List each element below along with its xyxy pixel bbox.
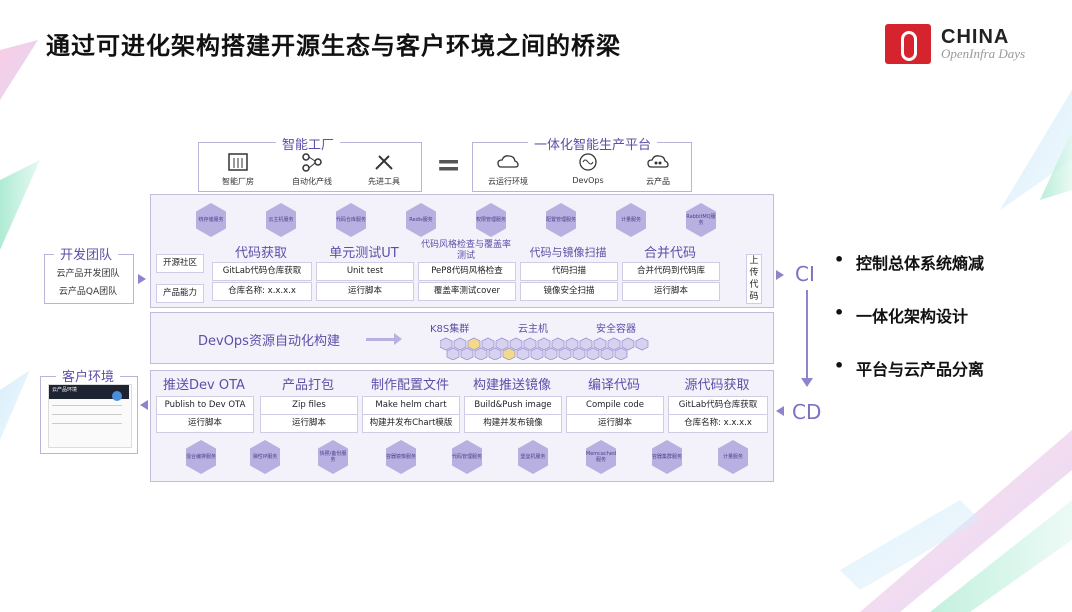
arrow-right <box>776 270 784 280</box>
logo-subtitle: OpenInfra Days <box>941 46 1026 61</box>
bullet-dot: • <box>834 250 845 269</box>
platform-item: 云运行环境 <box>488 177 528 186</box>
cd-stage-title: 制作配置文件 <box>370 378 449 393</box>
bullet-item: 平台与云产品分离 <box>856 360 985 379</box>
service-hex: 统存储服务 <box>196 203 226 237</box>
platform-item: 云产品 <box>646 177 670 186</box>
cd-stage-title: 推送Dev OTA <box>163 378 245 393</box>
devops-tag: 安全容器 <box>596 324 636 335</box>
devops-tag: 云主机 <box>518 324 548 335</box>
service-hex: 配置管理服务 <box>546 203 576 237</box>
building-icon <box>228 153 248 171</box>
devops-arrowhead <box>394 333 402 345</box>
cd-stage-row2: 运行脚本 <box>156 414 254 433</box>
devops-label: DevOps资源自动化构建 <box>198 334 340 349</box>
dev-team-label: 开发团队 <box>54 244 119 263</box>
customer-screenshot-line <box>52 414 122 415</box>
ci-stage-row1: 合并代码到代码库 <box>622 262 720 281</box>
cd-stage-row2: 仓库名称: x.x.x.x <box>668 414 768 433</box>
logo-brand: CHINA <box>941 26 1010 48</box>
cd-stage-row2: 构建并发布镜像 <box>464 414 562 433</box>
ci-stage-row2: 运行脚本 <box>316 282 414 301</box>
customer-screenshot-header <box>49 385 129 399</box>
ci-stage-title: 代码与镜像扫描 <box>529 246 607 259</box>
equals-sign: = <box>436 148 462 183</box>
customer-screenshot-line <box>52 423 122 424</box>
factory-item: 先进工具 <box>368 177 400 186</box>
cd-stage-row1: Build&Push image <box>464 396 562 415</box>
page-title: 通过可进化架构搭建开源生态与客户环境之间的桥梁 <box>46 32 621 60</box>
bullet-item: 一体化架构设计 <box>856 307 969 326</box>
cd-stage-title: 源代码获取 <box>684 378 750 393</box>
ci-stage-row1: 代码扫描 <box>520 262 618 281</box>
ci-cd-connector <box>806 290 808 380</box>
customer-screenshot-title: 云产品环境 <box>52 387 78 393</box>
arrow-right <box>138 274 146 284</box>
tools-icon <box>375 155 393 170</box>
bullet-item: 控制总体系统熵减 <box>856 254 985 273</box>
platform-label: 一体化智能生产平台 <box>528 134 658 153</box>
side-tag-opensource: 开源社区 <box>156 254 204 273</box>
ci-stage-row1: PeP8代码风格检查 <box>418 262 516 281</box>
hexagon-cluster-icon <box>440 337 649 360</box>
cd-stage-row1: Zip files <box>260 396 358 415</box>
service-hex: 权限管理服务 <box>476 203 506 237</box>
dev-team-item: 云产品开发团队 <box>56 269 120 279</box>
service-hex: 代码仓库服务 <box>336 203 366 237</box>
ci-stage-row1: Unit test <box>316 262 414 281</box>
cd-stage-row2: 构建并发布Chart模版 <box>362 414 460 433</box>
cd-label: CD <box>792 400 822 424</box>
cd-stage-title: 编译代码 <box>587 378 640 393</box>
devops-tag: K8S集群 <box>430 324 470 335</box>
cloud-product-icon <box>647 155 669 168</box>
side-tag-capability: 产品能力 <box>156 284 204 303</box>
ci-stage-row1: GitLab代码仓库获取 <box>212 262 312 281</box>
logo-icon <box>885 24 931 64</box>
ci-stage-row2: 仓库名称: x.x.x.x <box>212 282 312 301</box>
cd-stage-title: 产品打包 <box>281 378 334 393</box>
customer-screenshot-line <box>52 405 122 406</box>
service-hex: RabbitMQ服务 <box>686 203 716 237</box>
devops-icon <box>579 153 597 171</box>
ci-label: CI <box>795 262 815 286</box>
ci-stage-title: 代码获取 <box>234 246 287 261</box>
ci-stage-title: 代码风格检查与覆盖率测试 <box>420 240 511 261</box>
bullet-dot: • <box>834 356 845 375</box>
ci-stage-title: 单元测试UT <box>329 246 399 261</box>
customer-label: 客户环境 <box>56 366 121 385</box>
factory-item: 自动化产线 <box>292 177 332 186</box>
factory-label: 智能工厂 <box>276 134 341 153</box>
customer-screenshot-avatar <box>112 391 122 401</box>
upload-code-box: 上传代码 <box>746 254 762 304</box>
arrow-down <box>801 378 813 387</box>
cd-stage-title: 构建推送镜像 <box>472 378 551 393</box>
workflow-icon <box>302 153 322 172</box>
arrow-left <box>776 406 784 416</box>
dev-team-item: 云产品QA团队 <box>58 287 118 297</box>
cd-stage-row1: Compile code <box>566 396 664 415</box>
platform-item: DevOps <box>572 176 604 185</box>
cd-stage-row2: 运行脚本 <box>260 414 358 433</box>
arrow-left <box>140 400 148 410</box>
ci-stage-title: 合并代码 <box>643 246 696 261</box>
ci-stage-row2: 覆盖率测试cover <box>418 282 516 301</box>
cd-stage-row2: 运行脚本 <box>566 414 664 433</box>
bullet-dot: • <box>834 303 845 322</box>
cloud-server-icon <box>497 155 519 168</box>
ci-stage-row2: 运行脚本 <box>622 282 720 301</box>
service-hex: Redis服务 <box>406 203 436 237</box>
cd-stage-row1: Publish to Dev OTA <box>156 396 254 415</box>
service-hex: 计量服务 <box>616 203 646 237</box>
factory-item: 智能厂房 <box>222 177 254 186</box>
cd-stage-row1: GitLab代码仓库获取 <box>668 396 768 415</box>
ci-stage-row2: 镜像安全扫描 <box>520 282 618 301</box>
devops-arrow <box>366 338 394 341</box>
service-hex: 云主机服务 <box>266 203 296 237</box>
cd-stage-row1: Make helm chart <box>362 396 460 415</box>
